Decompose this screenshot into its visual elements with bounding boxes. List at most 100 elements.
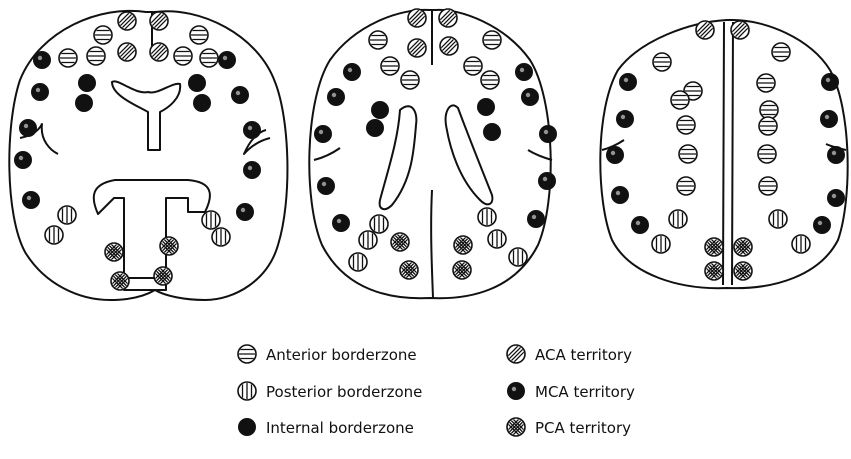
internal-borderzone-marker [188,74,206,92]
internal-borderzone-marker [477,98,495,116]
anterior-borderzone-marker [677,116,695,134]
internal-borderzone-marker [78,74,96,92]
mca-territory-marker [231,86,249,104]
anterior-borderzone-marker [481,71,499,89]
posterior-borderzone-marker [509,248,527,266]
sylvian-fissure-middle-l [314,148,340,160]
posterior-borderzone-marker [488,230,506,248]
mca-territory-marker [33,51,51,69]
anterior-borderzone-marker [59,49,77,67]
posterior-borderzone-marker [202,211,220,229]
pca-territory-marker [448,261,476,279]
mca-territory-marker [243,161,261,179]
aca-territory-marker [144,12,174,30]
anterior-borderzone-marker [200,49,218,67]
anterior-borderzone-marker [87,47,105,65]
mca-territory-marker [616,110,634,128]
aca-territory-marker [725,21,755,39]
pca-territory-marker [449,236,477,254]
mca-territory-marker [515,63,533,81]
mca-territory-marker [820,110,838,128]
pca-territory-marker [149,267,177,285]
aca-territory-marker [690,21,720,39]
mca-territory-marker [827,146,845,164]
ventricle-middle-right [446,105,493,204]
posterior-borderzone-marker [58,206,76,224]
mca-territory-marker [631,216,649,234]
posterior-borderzone-marker [212,228,230,246]
anterior-borderzone-marker [758,145,776,163]
anterior-borderzone-marker [653,53,671,71]
anterior-borderzone-marker [759,117,777,135]
legend-internal-borderzone-marker [238,418,256,436]
internal-borderzone-marker [366,119,384,137]
territory-markers [14,9,845,290]
mca-territory-marker [243,121,261,139]
mca-territory-marker [611,186,629,204]
ventricle-middle-left [380,106,417,209]
legend-label-anterior: Anterior borderzone [266,346,417,364]
posterior-borderzone-marker [370,215,388,233]
posterior-borderzone-marker [769,210,787,228]
pca-territory-marker [155,237,183,255]
legend-posterior-borderzone-marker [238,382,256,400]
interhemispheric-fissure-middle-bottom [431,190,433,298]
posterior-borderzone-marker [478,208,496,226]
legend-label-aca: ACA territory [535,346,632,364]
sylvian-fissure-middle-r [528,150,552,160]
legend-label-internal: Internal borderzone [266,419,414,437]
legend-label-pca: PCA territory [535,419,631,437]
mca-territory-marker [22,191,40,209]
mca-territory-marker [218,51,236,69]
internal-borderzone-marker [75,94,93,112]
anterior-borderzone-marker [381,57,399,75]
mca-territory-marker [14,151,32,169]
posterior-borderzone-marker [45,226,63,244]
brain-section-left [9,11,287,300]
anterior-borderzone-marker [401,71,419,89]
posterior-borderzone-marker [652,235,670,253]
anterior-borderzone-marker [759,177,777,195]
legend-mca-territory-marker [507,382,525,400]
pca-territory-marker [729,238,757,256]
posterior-borderzone-marker [669,210,687,228]
mca-territory-marker [327,88,345,106]
mca-territory-marker [332,214,350,232]
mca-territory-marker [827,189,845,207]
mca-territory-marker [539,125,557,143]
mca-territory-marker [813,216,831,234]
anterior-borderzone-marker [190,26,208,44]
anterior-borderzone-marker [677,177,695,195]
mca-territory-marker [19,119,37,137]
aca-territory-marker [112,43,142,61]
mca-territory-marker [236,203,254,221]
ventricle-posterior-left [94,180,210,290]
anterior-borderzone-marker [464,57,482,75]
anterior-borderzone-marker [94,26,112,44]
anterior-borderzone-marker [369,31,387,49]
mca-territory-marker [538,172,556,190]
anterior-borderzone-marker [772,43,790,61]
legend-pca-territory-marker [502,418,530,436]
mca-territory-marker [343,63,361,81]
posterior-borderzone-marker [792,235,810,253]
aca-territory-marker [434,37,464,55]
legend-anterior-borderzone-marker [238,345,256,363]
legend-aca-territory-marker [501,345,531,363]
legend-label-posterior: Posterior borderzone [266,383,422,401]
mca-territory-marker [314,125,332,143]
pca-territory-marker [386,233,414,251]
mca-territory-marker [31,83,49,101]
mca-territory-marker [527,210,545,228]
legend-label-mca: MCA territory [535,383,635,401]
ventricle-frontal-left [112,81,180,150]
posterior-borderzone-marker [349,253,367,271]
internal-borderzone-marker [371,101,389,119]
aca-territory-marker [402,39,432,57]
interhemispheric-fissure-right [723,22,733,285]
internal-borderzone-marker [483,123,501,141]
mca-territory-marker [317,177,335,195]
anterior-borderzone-marker [483,31,501,49]
aca-territory-marker [144,43,174,61]
